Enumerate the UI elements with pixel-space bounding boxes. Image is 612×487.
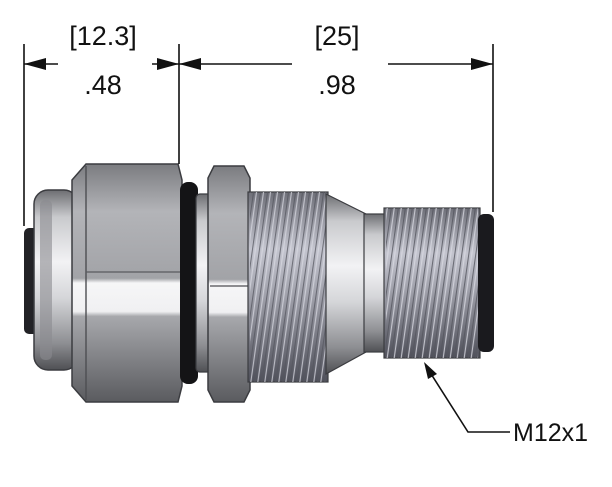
dimension-left: [12.3] .48: [24, 21, 179, 100]
arrow-left-end: [157, 58, 179, 70]
dim-left-metric: [12.3]: [69, 21, 137, 51]
callout-label: M12x1: [513, 419, 588, 447]
callout-arrowhead: [424, 362, 437, 379]
dim-right-metric: [25]: [314, 21, 359, 51]
dimension-right: [25] .98: [179, 21, 493, 100]
arrow-right-end: [471, 58, 493, 70]
front-end-cap: [478, 214, 494, 352]
coupling-nut-hex: [71, 163, 183, 403]
dim-right-imperial: .98: [318, 70, 356, 100]
arrow-right-start: [179, 58, 201, 70]
taper-section: [325, 193, 367, 376]
dim-left-imperial: .48: [84, 70, 122, 100]
panel-nut: [207, 165, 251, 403]
thread-callout: M12x1: [424, 362, 588, 447]
o-ring: [180, 182, 198, 384]
arrow-left-start: [24, 58, 46, 70]
connector-body: [24, 163, 494, 403]
